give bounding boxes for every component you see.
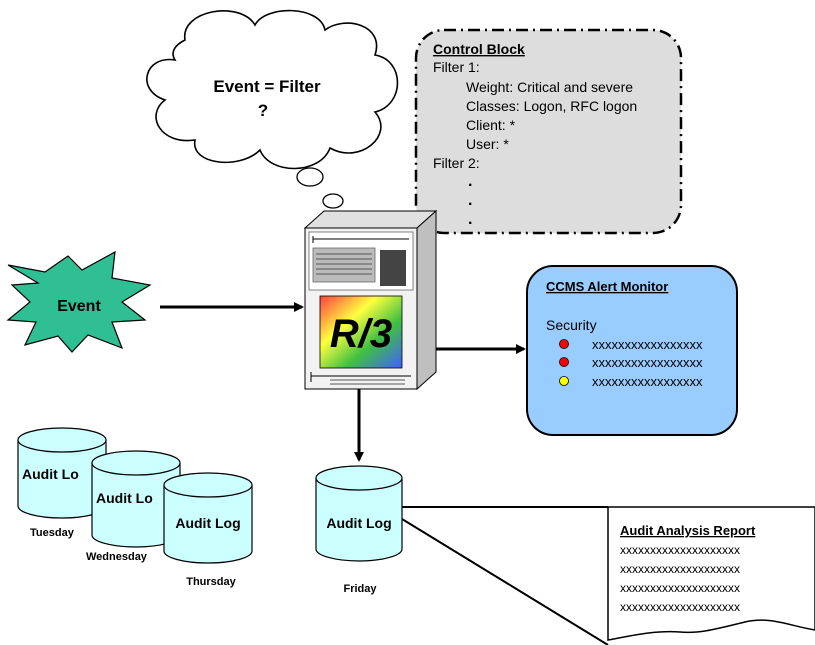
alert-item-text: xxxxxxxxxxxxxxxxx [592,337,703,352]
alert-monitor: CCMS Alert Monitor Security xxxxxxxxxxxx… [526,265,738,436]
report-title: Audit Analysis Report [620,523,756,538]
filter-2-dot: . [468,192,472,209]
filter-1-weight: Weight: Critical and severe [466,79,633,95]
event-label: Event [57,298,101,315]
audit-log-label: Audit Log [175,515,240,531]
report-page [607,506,815,641]
control-block-title: Control Block [433,41,525,57]
report-projection-bottom [401,518,609,645]
control-block-box [414,28,683,235]
filter-1-classes: Classes: Logon, RFC logon [466,98,637,114]
audit-log-label: Audit Lo [22,466,79,482]
alert-status-red-dot [559,357,569,367]
filter-1-label: Filter 1: [433,59,480,75]
control-block: Control Block Filter 1: Weight: Critical… [414,28,683,235]
thought-line-2: ? [258,101,268,120]
audit-log-friday: Audit Log Friday [315,465,403,595]
filter-2-label: Filter 2: [433,155,480,171]
audit-log-thursday: Audit Log Thursday [163,472,253,588]
alert-item-text: xxxxxxxxxxxxxxxxx [592,355,703,370]
filter-2-dot: . [468,211,472,228]
server-side-face [416,209,437,391]
alert-status-red-dot [559,339,569,349]
audit-log-wednesday: Audit Lo Wednesday [86,450,181,563]
server-top-face [303,210,438,229]
r3-logo-panel [319,295,403,369]
alert-item-text: xxxxxxxxxxxxxxxxx [592,374,703,389]
server-display [312,247,376,283]
event-starburst: Event [6,250,152,353]
thought-bubble-medium [322,193,344,209]
audit-log-day: Wednesday [86,551,148,563]
report-line: xxxxxxxxxxxxxxxxxxxx [620,543,740,557]
filter-1-user: User: * [466,136,509,152]
audit-log-label: Audit Log [326,515,391,531]
report-line: xxxxxxxxxxxxxxxxxxxx [620,581,740,595]
report-line: xxxxxxxxxxxxxxxxxxxx [620,562,740,576]
alert-status-yellow-dot [559,376,569,386]
report-line: xxxxxxxxxxxxxxxxxxxx [620,600,740,614]
server-drive [380,250,406,286]
alert-monitor-box [526,265,738,436]
audit-analysis-report: Audit Analysis Report xxxxxxxxxxxxxxxxxx… [607,506,815,641]
thought-cloud: Event = Filter ? [146,9,399,223]
audit-log-day: Thursday [186,576,236,588]
thought-line-1: Event = Filter [213,77,321,96]
alert-monitor-title: CCMS Alert Monitor [546,279,668,294]
r3-server: R/3 [303,209,438,391]
thought-bubble-large [296,167,324,187]
thought-cloud-shape [146,9,399,170]
filter-2-dot: . [468,173,472,190]
audit-log-tuesday: Audit Lo Tuesday [17,427,107,539]
audit-log-day: Friday [343,583,377,595]
event-starburst-shape [6,250,152,353]
filter-1-client: Client: * [466,117,516,133]
audit-log-label: Audit Lo [96,490,153,506]
alert-section-label: Security [546,317,597,333]
r3-logo-text: R/3 [330,312,392,356]
audit-log-day: Tuesday [30,527,75,539]
